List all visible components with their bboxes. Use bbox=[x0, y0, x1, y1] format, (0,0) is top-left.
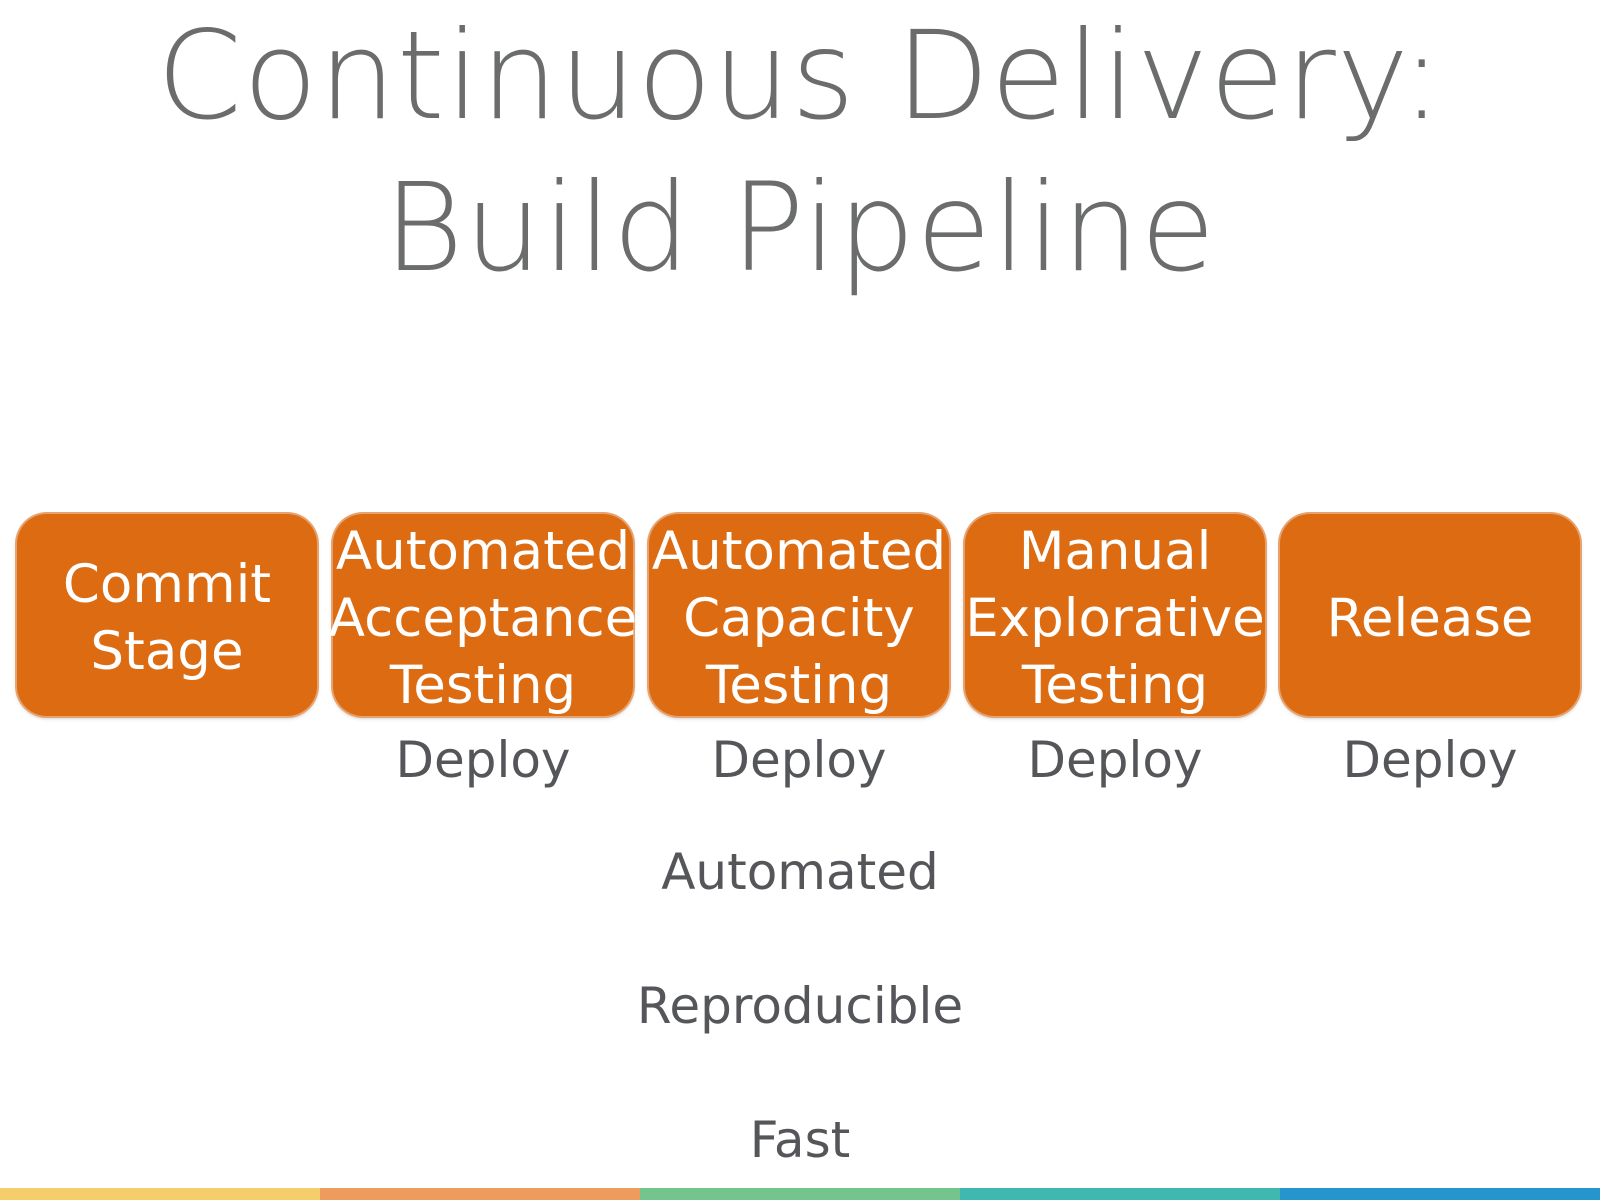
stage-label-line: Manual bbox=[1018, 520, 1212, 582]
deploy-label: Deploy bbox=[1342, 731, 1518, 789]
deploy-label: Deploy bbox=[1027, 731, 1203, 789]
property-reproducible: Reproducible bbox=[636, 977, 964, 1035]
stage-label-line: Commit bbox=[62, 554, 272, 615]
stage-label-line: Explorative bbox=[965, 587, 1265, 649]
stage-label-line: Testing bbox=[705, 654, 893, 716]
stage-release: Release bbox=[1280, 514, 1580, 716]
stage-label-line: Automated bbox=[651, 520, 947, 582]
property-automated: Automated bbox=[661, 843, 939, 901]
stage-label-line: Testing bbox=[389, 654, 577, 716]
deploy-label: Deploy bbox=[711, 731, 887, 789]
stage-label-line: Release bbox=[1326, 587, 1534, 649]
slide-title: Continuous Delivery: Build Pipeline bbox=[0, 0, 1600, 304]
stage-label-line: Testing bbox=[1021, 654, 1209, 716]
stage-commit: Commit Stage bbox=[17, 514, 317, 716]
stage-label-line: Automated bbox=[335, 520, 631, 582]
footer-color-bar bbox=[0, 1188, 1600, 1200]
title-line-1: Continuous Delivery: bbox=[156, 5, 1444, 147]
stage-manual-explorative-testing: Manual Explorative Testing bbox=[965, 514, 1265, 716]
footer-segment bbox=[320, 1188, 640, 1200]
stage-label-line: Capacity bbox=[683, 587, 915, 649]
stage-automated-acceptance-testing: Automated Acceptance Testing bbox=[329, 514, 637, 716]
property-fast: Fast bbox=[749, 1111, 851, 1169]
stage-label-line: Stage bbox=[90, 621, 244, 682]
footer-segment bbox=[960, 1188, 1280, 1200]
footer-segment bbox=[1280, 1188, 1600, 1200]
footer-segment bbox=[0, 1188, 320, 1200]
stage-automated-capacity-testing: Automated Capacity Testing bbox=[649, 514, 949, 716]
deploy-label: Deploy bbox=[395, 731, 571, 789]
stage-label-line: Acceptance bbox=[328, 587, 638, 649]
footer-segment bbox=[640, 1188, 960, 1200]
title-line-2: Build Pipeline bbox=[383, 157, 1217, 299]
